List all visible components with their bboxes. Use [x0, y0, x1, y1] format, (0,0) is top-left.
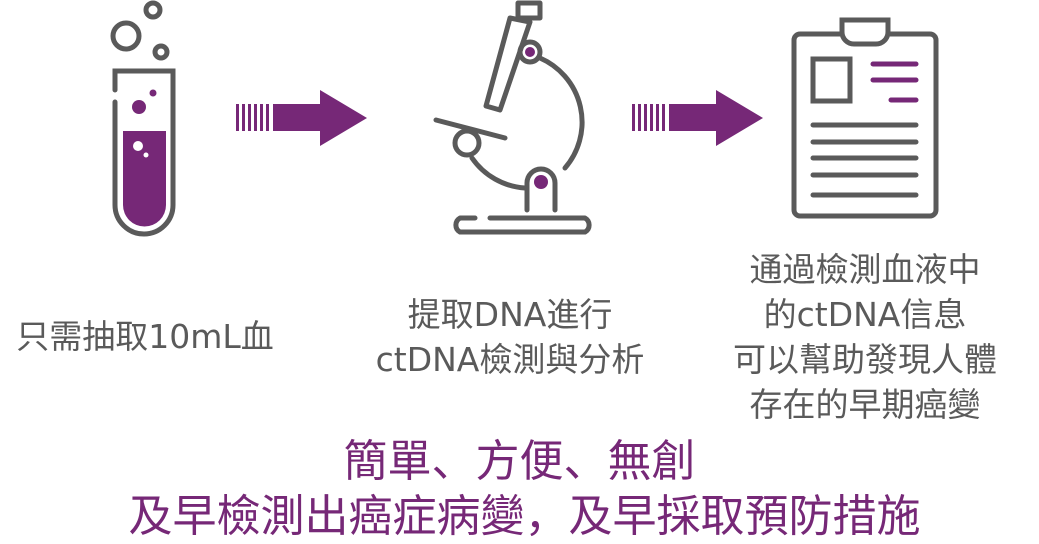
caption-line: 只需抽取10mL血	[16, 317, 274, 356]
step-1-caption: 只需抽取10mL血	[0, 314, 290, 359]
headline-line-2: 及早檢測出癌症病變，及早採取預防措施	[128, 491, 921, 542]
caption-line: 提取DNA進行	[407, 295, 613, 334]
caption-line: 可以幫助發現人體	[733, 340, 997, 379]
caption-line: 的ctDNA信息	[763, 295, 967, 334]
caption-line: 通過檢測血液中	[749, 250, 981, 289]
arrow-right-icon	[236, 90, 367, 146]
headline-line-1: 簡單、方便、無創	[343, 436, 696, 487]
caption-line: 存在的早期癌變	[749, 385, 981, 424]
step-2-caption: 提取DNA進行 ctDNA檢測與分析	[340, 292, 680, 382]
clipboard-report-icon	[791, 17, 939, 219]
microscope-icon	[433, 0, 592, 235]
test-tube-icon	[110, 0, 176, 237]
icons-layer	[110, 0, 939, 237]
arrow-right-icon	[632, 90, 763, 146]
step-3-caption: 通過檢測血液中 的ctDNA信息 可以幫助發現人體 存在的早期癌變	[690, 247, 1039, 427]
caption-line: ctDNA檢測與分析	[375, 340, 645, 379]
